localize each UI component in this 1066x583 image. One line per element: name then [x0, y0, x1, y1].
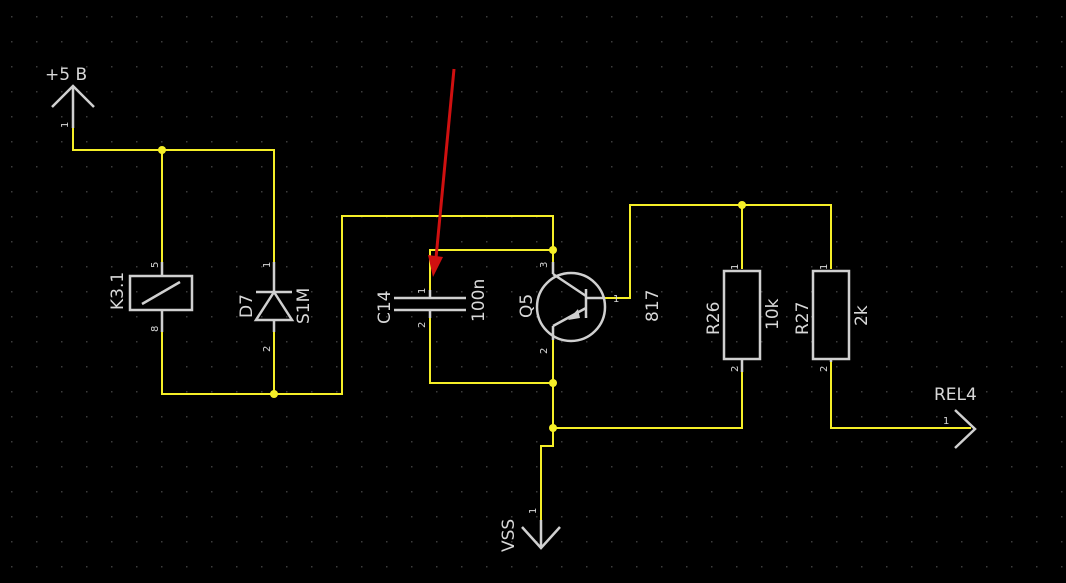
diode-ref: D7 — [237, 294, 257, 318]
transistor-collector — [552, 272, 587, 298]
junctions — [158, 146, 746, 432]
resistor-r27-ref: R27 — [793, 302, 813, 335]
diode-d7[interactable]: D7 S1M 1 2 — [237, 262, 314, 352]
vcc-pin: 1 — [60, 122, 71, 128]
diode-value: S1M — [294, 288, 314, 324]
vcc-label: +5 B — [45, 65, 87, 85]
annotation-arrow-head-icon — [428, 255, 443, 277]
wire-r26-bottom[interactable] — [552, 371, 743, 429]
resistor-r27-value: 2k — [852, 305, 872, 326]
resistor-r26-pin-bottom: 2 — [730, 366, 741, 372]
relay-pin-top: 5 — [150, 262, 161, 268]
vss-pin: 1 — [528, 508, 539, 514]
transistor-body — [535, 271, 607, 343]
junction-dot — [270, 390, 278, 398]
rel4-port[interactable]: REL4 1 — [934, 385, 977, 449]
net-port-arrow-icon — [954, 409, 977, 449]
resistor-r26-ref: R26 — [704, 302, 724, 335]
junction-dot — [549, 424, 557, 432]
resistor-r27[interactable]: R27 2k 1 2 — [793, 264, 872, 372]
wire-vcc-rail[interactable] — [72, 127, 275, 263]
wire-rel4[interactable] — [830, 361, 971, 429]
junction-dot — [158, 146, 166, 154]
junction-dot — [549, 246, 557, 254]
wire-cap-top[interactable] — [429, 249, 554, 294]
wire-relay-collector[interactable] — [161, 215, 554, 395]
rel4-pin: 1 — [943, 416, 949, 427]
wires — [72, 127, 971, 521]
capacitor-value: 100n — [469, 279, 489, 322]
vcc-symbol[interactable]: +5 B 1 — [45, 65, 95, 128]
diode-pin-bottom: 2 — [262, 346, 273, 352]
relay-ref: K3.1 — [108, 272, 128, 310]
capacitor-c14[interactable]: C14 100n 1 2 — [375, 279, 489, 328]
resistor-r26[interactable]: R26 10k 1 2 — [704, 264, 783, 372]
capacitor-pin-top: 1 — [417, 288, 428, 294]
transistor-pin-emitter: 2 — [539, 348, 550, 354]
wire-vss[interactable] — [540, 445, 554, 521]
transistor-ref: Q5 — [517, 294, 537, 318]
capacitor-pin-bottom: 2 — [417, 322, 428, 328]
wire-base[interactable] — [604, 204, 832, 299]
transistor-emitter-arrow-icon — [568, 309, 580, 320]
transistor-q5[interactable]: Q5 817 3 1 2 — [517, 262, 663, 354]
wire-cap-bottom[interactable] — [429, 310, 554, 384]
transistor-pin-base: 1 — [613, 294, 619, 305]
rel4-label: REL4 — [934, 385, 977, 405]
relay-pin-bottom: 8 — [150, 326, 161, 332]
annotation-arrow — [428, 68, 456, 277]
resistor-r27-pin-bottom: 2 — [819, 366, 830, 372]
transistor-pin-collector: 3 — [539, 262, 550, 268]
vss-label: VSS — [499, 519, 519, 552]
capacitor-ref: C14 — [375, 290, 395, 324]
resistor-r26-pin-top: 1 — [730, 264, 741, 270]
relay-k3-1[interactable]: K3.1 5 8 — [108, 262, 194, 332]
transistor-emitter — [552, 306, 587, 328]
resistor-r26-value: 10k — [763, 298, 783, 330]
junction-dot — [738, 201, 746, 209]
junction-dot — [549, 379, 557, 387]
diode-pin-top: 1 — [262, 262, 273, 268]
transistor-value: 817 — [643, 290, 663, 322]
resistor-r27-pin-top: 1 — [819, 264, 830, 270]
vss-symbol[interactable]: VSS 1 — [499, 508, 561, 552]
relay-coil-stroke — [141, 280, 181, 306]
annotation-arrow-shaft — [434, 68, 456, 259]
